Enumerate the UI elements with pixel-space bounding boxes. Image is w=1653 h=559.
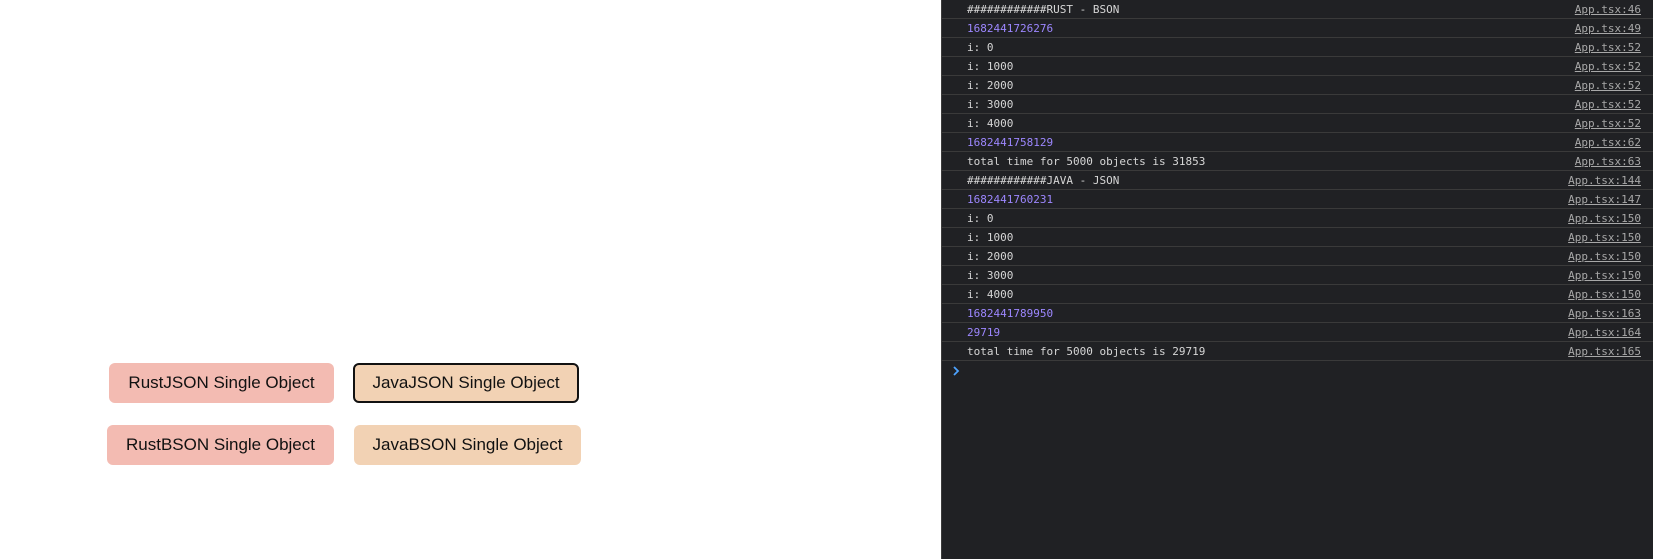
console-row: total time for 5000 objects is 31853 App… xyxy=(942,152,1653,171)
console-row: i: 4000 App.tsx:150 xyxy=(942,285,1653,304)
source-link[interactable]: App.tsx:150 xyxy=(1568,250,1641,263)
console-message: total time for 5000 objects is 31853 xyxy=(967,155,1206,168)
app-area: RustJSON Single Object JavaJSON Single O… xyxy=(107,363,581,465)
console-message: ############JAVA - JSON xyxy=(967,174,1120,187)
source-link[interactable]: App.tsx:165 xyxy=(1568,345,1641,358)
console-row: total time for 5000 objects is 29719 App… xyxy=(942,342,1653,361)
console-row: ############RUST - BSON App.tsx:46 xyxy=(942,0,1653,19)
console-message: total time for 5000 objects is 29719 xyxy=(967,345,1206,358)
console-message: i: 1000 xyxy=(967,231,1014,244)
source-link[interactable]: App.tsx:46 xyxy=(1574,3,1641,16)
console-row: i: 0 App.tsx:52 xyxy=(942,38,1653,57)
java-json-button[interactable]: JavaJSON Single Object xyxy=(353,363,579,403)
console-row: 29719 App.tsx:164 xyxy=(942,323,1653,342)
source-link[interactable]: App.tsx:163 xyxy=(1568,307,1641,320)
console-row: i: 1000 App.tsx:150 xyxy=(942,228,1653,247)
console-row: i: 0 App.tsx:150 xyxy=(942,209,1653,228)
console-message: 1682441760231 xyxy=(967,193,1054,206)
devtools-console: ############RUST - BSON App.tsx:46 16824… xyxy=(941,0,1653,559)
source-link[interactable]: App.tsx:52 xyxy=(1574,98,1641,111)
chevron-right-icon[interactable] xyxy=(951,364,961,378)
source-link[interactable]: App.tsx:147 xyxy=(1568,193,1641,206)
console-message: 1682441726276 xyxy=(967,22,1054,35)
source-link[interactable]: App.tsx:52 xyxy=(1574,41,1641,54)
source-link[interactable]: App.tsx:52 xyxy=(1574,117,1641,130)
console-row: i: 3000 App.tsx:52 xyxy=(942,95,1653,114)
console-row: 1682441789950 App.tsx:163 xyxy=(942,304,1653,323)
console-message: i: 1000 xyxy=(967,60,1014,73)
source-link[interactable]: App.tsx:52 xyxy=(1574,60,1641,73)
console-message: ############RUST - BSON xyxy=(967,3,1120,16)
console-message: 1682441758129 xyxy=(967,136,1054,149)
console-row: i: 3000 App.tsx:150 xyxy=(942,266,1653,285)
source-link[interactable]: App.tsx:52 xyxy=(1574,79,1641,92)
console-message: i: 0 xyxy=(967,212,994,225)
java-bson-button[interactable]: JavaBSON Single Object xyxy=(354,425,581,465)
rust-json-button[interactable]: RustJSON Single Object xyxy=(109,363,334,403)
console-message: i: 4000 xyxy=(967,117,1014,130)
rust-bson-button[interactable]: RustBSON Single Object xyxy=(107,425,334,465)
source-link[interactable]: App.tsx:150 xyxy=(1568,231,1641,244)
console-row: i: 1000 App.tsx:52 xyxy=(942,57,1653,76)
console-row: i: 2000 App.tsx:52 xyxy=(942,76,1653,95)
source-link[interactable]: App.tsx:49 xyxy=(1574,22,1641,35)
console-row: i: 4000 App.tsx:52 xyxy=(942,114,1653,133)
source-link[interactable]: App.tsx:150 xyxy=(1568,288,1641,301)
console-message: i: 4000 xyxy=(967,288,1014,301)
console-row: i: 2000 App.tsx:150 xyxy=(942,247,1653,266)
console-row: ############JAVA - JSON App.tsx:144 xyxy=(942,171,1653,190)
source-link[interactable]: App.tsx:164 xyxy=(1568,326,1641,339)
console-message: i: 2000 xyxy=(967,79,1014,92)
console-message: i: 3000 xyxy=(967,269,1014,282)
source-link[interactable]: App.tsx:63 xyxy=(1574,155,1641,168)
console-row: 1682441758129 App.tsx:62 xyxy=(942,133,1653,152)
console-message: i: 0 xyxy=(967,41,994,54)
source-link[interactable]: App.tsx:150 xyxy=(1568,212,1641,225)
console-row: 1682441726276 App.tsx:49 xyxy=(942,19,1653,38)
console-message: 29719 xyxy=(967,326,1001,339)
console-row: 1682441760231 App.tsx:147 xyxy=(942,190,1653,209)
source-link[interactable]: App.tsx:62 xyxy=(1574,136,1641,149)
source-link[interactable]: App.tsx:150 xyxy=(1568,269,1641,282)
source-link[interactable]: App.tsx:144 xyxy=(1568,174,1641,187)
console-message: i: 2000 xyxy=(967,250,1014,263)
console-message: i: 3000 xyxy=(967,98,1014,111)
console-message: 1682441789950 xyxy=(967,307,1054,320)
